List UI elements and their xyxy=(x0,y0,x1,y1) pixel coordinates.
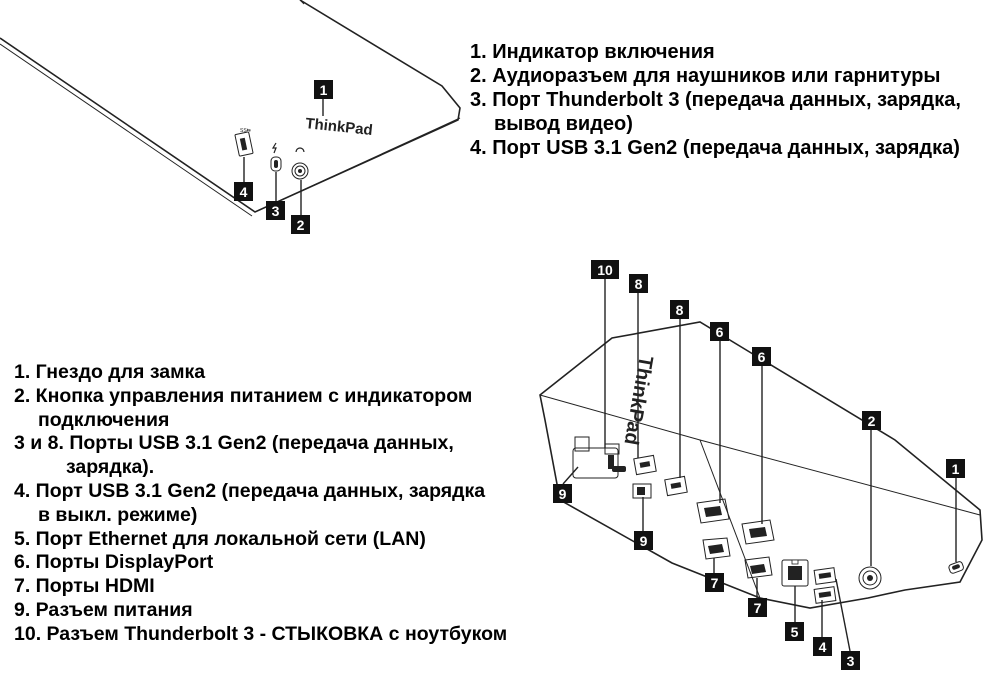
displayport-1-icon xyxy=(696,498,730,524)
legend-item-power-indicator: 1. Индикатор включения xyxy=(470,41,715,63)
callout-6a: 6 xyxy=(710,322,729,341)
svg-text:2: 2 xyxy=(868,413,876,429)
dock-front-view: ThinkPad SS⇆ 1 4 3 2 xyxy=(0,0,461,234)
legend-item-power-button: 2. Кнопка управления питанием с индикато… xyxy=(14,384,473,407)
usb-port-8a-icon xyxy=(633,454,657,476)
legend-item-power-button-cont: подключения xyxy=(38,408,170,431)
svg-text:1: 1 xyxy=(320,82,328,98)
callout-1: 1 xyxy=(946,459,965,478)
brand-logo-front: ThinkPad xyxy=(305,115,374,139)
svg-text:7: 7 xyxy=(754,600,762,616)
thunderbolt-dock-connector-icon xyxy=(604,443,626,472)
rear-view-legend: 1. Гнездо для замка 2. Кнопка управления… xyxy=(14,361,507,647)
ethernet-port-icon xyxy=(781,559,809,587)
svg-text:4: 4 xyxy=(240,184,248,200)
callout-10: 10 xyxy=(591,260,619,279)
lock-slot-icon xyxy=(948,561,964,574)
legend-item-usb-port: 4. Порт USB 3.1 Gen2 (передача данных, з… xyxy=(470,137,960,159)
displayport-2-icon xyxy=(741,519,775,545)
callout-9a: 9 xyxy=(553,484,572,503)
svg-text:9: 9 xyxy=(640,533,648,549)
hdmi-port-1-icon xyxy=(702,537,731,560)
callout-4: 4 xyxy=(813,637,832,656)
callout-top-2: 2 xyxy=(291,215,310,234)
svg-text:5: 5 xyxy=(791,624,799,640)
dock-rear-view: ThinkPad xyxy=(539,260,983,670)
svg-text:2: 2 xyxy=(297,217,305,233)
legend-item-usb-ports: 3 и 8. Порты USB 3.1 Gen2 (передача данн… xyxy=(14,432,454,455)
dock-front-body xyxy=(0,0,461,213)
svg-text:3: 3 xyxy=(847,653,855,669)
power-connector-2-icon xyxy=(632,483,652,499)
leader-9a xyxy=(562,466,579,485)
svg-text:6: 6 xyxy=(758,349,766,365)
front-view-legend: 1. Индикатор включения 2. Аудиоразъем дл… xyxy=(470,40,961,160)
legend-item-thunderbolt-dock: 10. Разъем Thunderbolt 3 - СТЫКОВКА с но… xyxy=(14,622,508,645)
svg-text:10: 10 xyxy=(597,262,613,278)
usb-port-8b-icon xyxy=(664,475,688,497)
dock-front-lower-edge xyxy=(254,117,461,213)
legend-item-lock-slot: 1. Гнездо для замка xyxy=(14,361,206,383)
headphone-jack-icon xyxy=(291,147,309,180)
usb-port-4-icon xyxy=(813,586,837,604)
dock-rear-corner-edge xyxy=(699,439,761,599)
svg-text:8: 8 xyxy=(676,302,684,318)
legend-item-thunderbolt-port: 3. Порт Thunderbolt 3 (передача данных, … xyxy=(470,89,961,111)
callout-top-1: 1 xyxy=(314,80,333,99)
legend-item-hdmi: 7. Порты HDMI xyxy=(14,575,155,598)
legend-item-usb-ports-cont: зарядка). xyxy=(66,456,155,479)
usb-port-icon: SS⇆ xyxy=(234,128,254,157)
legend-item-usb-offline-cont: в выкл. режиме) xyxy=(38,503,198,526)
callout-3: 3 xyxy=(841,651,860,670)
callout-8b: 8 xyxy=(670,300,689,319)
svg-text:3: 3 xyxy=(272,203,280,219)
legend-item-audio-jack: 2. Аудиоразъем для наушников или гарниту… xyxy=(470,65,941,87)
callout-top-3: 3 xyxy=(266,201,285,220)
legend-item-ethernet: 5. Порт Ethernet для локальной сети (LAN… xyxy=(14,527,426,550)
svg-text:4: 4 xyxy=(819,639,827,655)
callout-7a: 7 xyxy=(705,573,724,592)
callout-7b: 7 xyxy=(748,598,767,617)
svg-text:8: 8 xyxy=(635,276,643,292)
svg-text:6: 6 xyxy=(716,324,724,340)
callout-9b: 9 xyxy=(634,531,653,550)
legend-item-usb-offline: 4. Порт USB 3.1 Gen2 (передача данных, з… xyxy=(14,479,486,502)
callout-top-4: 4 xyxy=(234,182,253,201)
svg-text:1: 1 xyxy=(952,461,960,477)
legend-item-thunderbolt-port-cont: вывод видео) xyxy=(494,113,633,135)
callout-2: 2 xyxy=(862,411,881,430)
legend-item-power-connector: 9. Разъем питания xyxy=(14,598,193,621)
callout-6b: 6 xyxy=(752,347,771,366)
hdmi-port-2-icon xyxy=(744,556,773,579)
callout-5: 5 xyxy=(785,622,804,641)
thunderbolt-port-icon xyxy=(270,142,282,172)
legend-item-displayport: 6. Порты DisplayPort xyxy=(14,551,214,574)
leader-3 xyxy=(835,578,851,652)
usb-port-3-icon xyxy=(813,567,837,585)
power-button-icon xyxy=(858,566,882,590)
svg-text:SS⇆: SS⇆ xyxy=(240,128,251,134)
svg-text:9: 9 xyxy=(559,486,567,502)
dock-front-bottom-edge xyxy=(0,43,253,217)
dock-front-top-edge xyxy=(299,0,305,5)
power-connector-icon xyxy=(572,436,619,479)
callout-8a: 8 xyxy=(629,274,648,293)
svg-text:7: 7 xyxy=(711,575,719,591)
